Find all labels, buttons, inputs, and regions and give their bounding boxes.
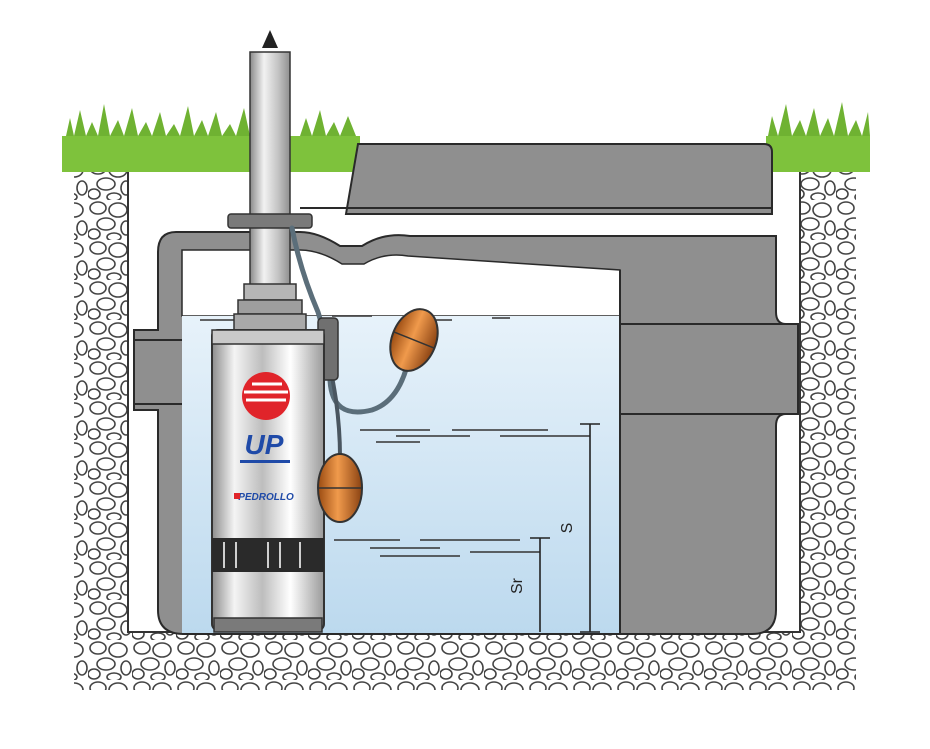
grass-left xyxy=(62,136,360,172)
pipe-coupling xyxy=(243,283,297,301)
water-level-low xyxy=(334,539,540,557)
pump-maker-label: PEDROLLO xyxy=(238,492,294,503)
pump-top-band xyxy=(211,329,325,345)
gravel-bottom xyxy=(74,632,856,690)
float-switches xyxy=(317,308,439,523)
pump-head xyxy=(233,313,307,331)
lower-float-switch xyxy=(317,453,363,523)
grass-blades-left xyxy=(66,104,356,136)
pump-model-underline xyxy=(240,460,290,463)
start-level-label: Sr xyxy=(509,577,526,594)
tank-top-cover xyxy=(344,143,773,215)
grass-blades-right xyxy=(768,102,870,136)
pump-model-label: UP xyxy=(245,429,284,460)
tank-flange xyxy=(227,213,313,229)
arrow-up-icon xyxy=(262,30,278,48)
pump-intake-slots xyxy=(223,542,301,568)
grass-right xyxy=(766,136,870,172)
water-level-high xyxy=(360,429,590,443)
grass xyxy=(62,102,870,172)
level-dimensions: S Sr xyxy=(509,423,600,633)
gravel-left-wall xyxy=(74,168,128,656)
discharge-pipe xyxy=(227,30,313,315)
upper-float-switch xyxy=(389,308,439,372)
discharge-pipe-tube xyxy=(249,51,291,289)
stop-level-label: S xyxy=(559,523,576,534)
pump-base xyxy=(213,617,323,633)
pump-maker-dot xyxy=(234,493,240,499)
submersible-pump: UP PEDROLLO xyxy=(211,313,325,633)
water-surface-top xyxy=(200,315,510,321)
gravel-right-wall xyxy=(800,168,856,656)
pipe-coupling-2 xyxy=(237,299,303,315)
pedrollo-logo-icon xyxy=(242,372,290,420)
